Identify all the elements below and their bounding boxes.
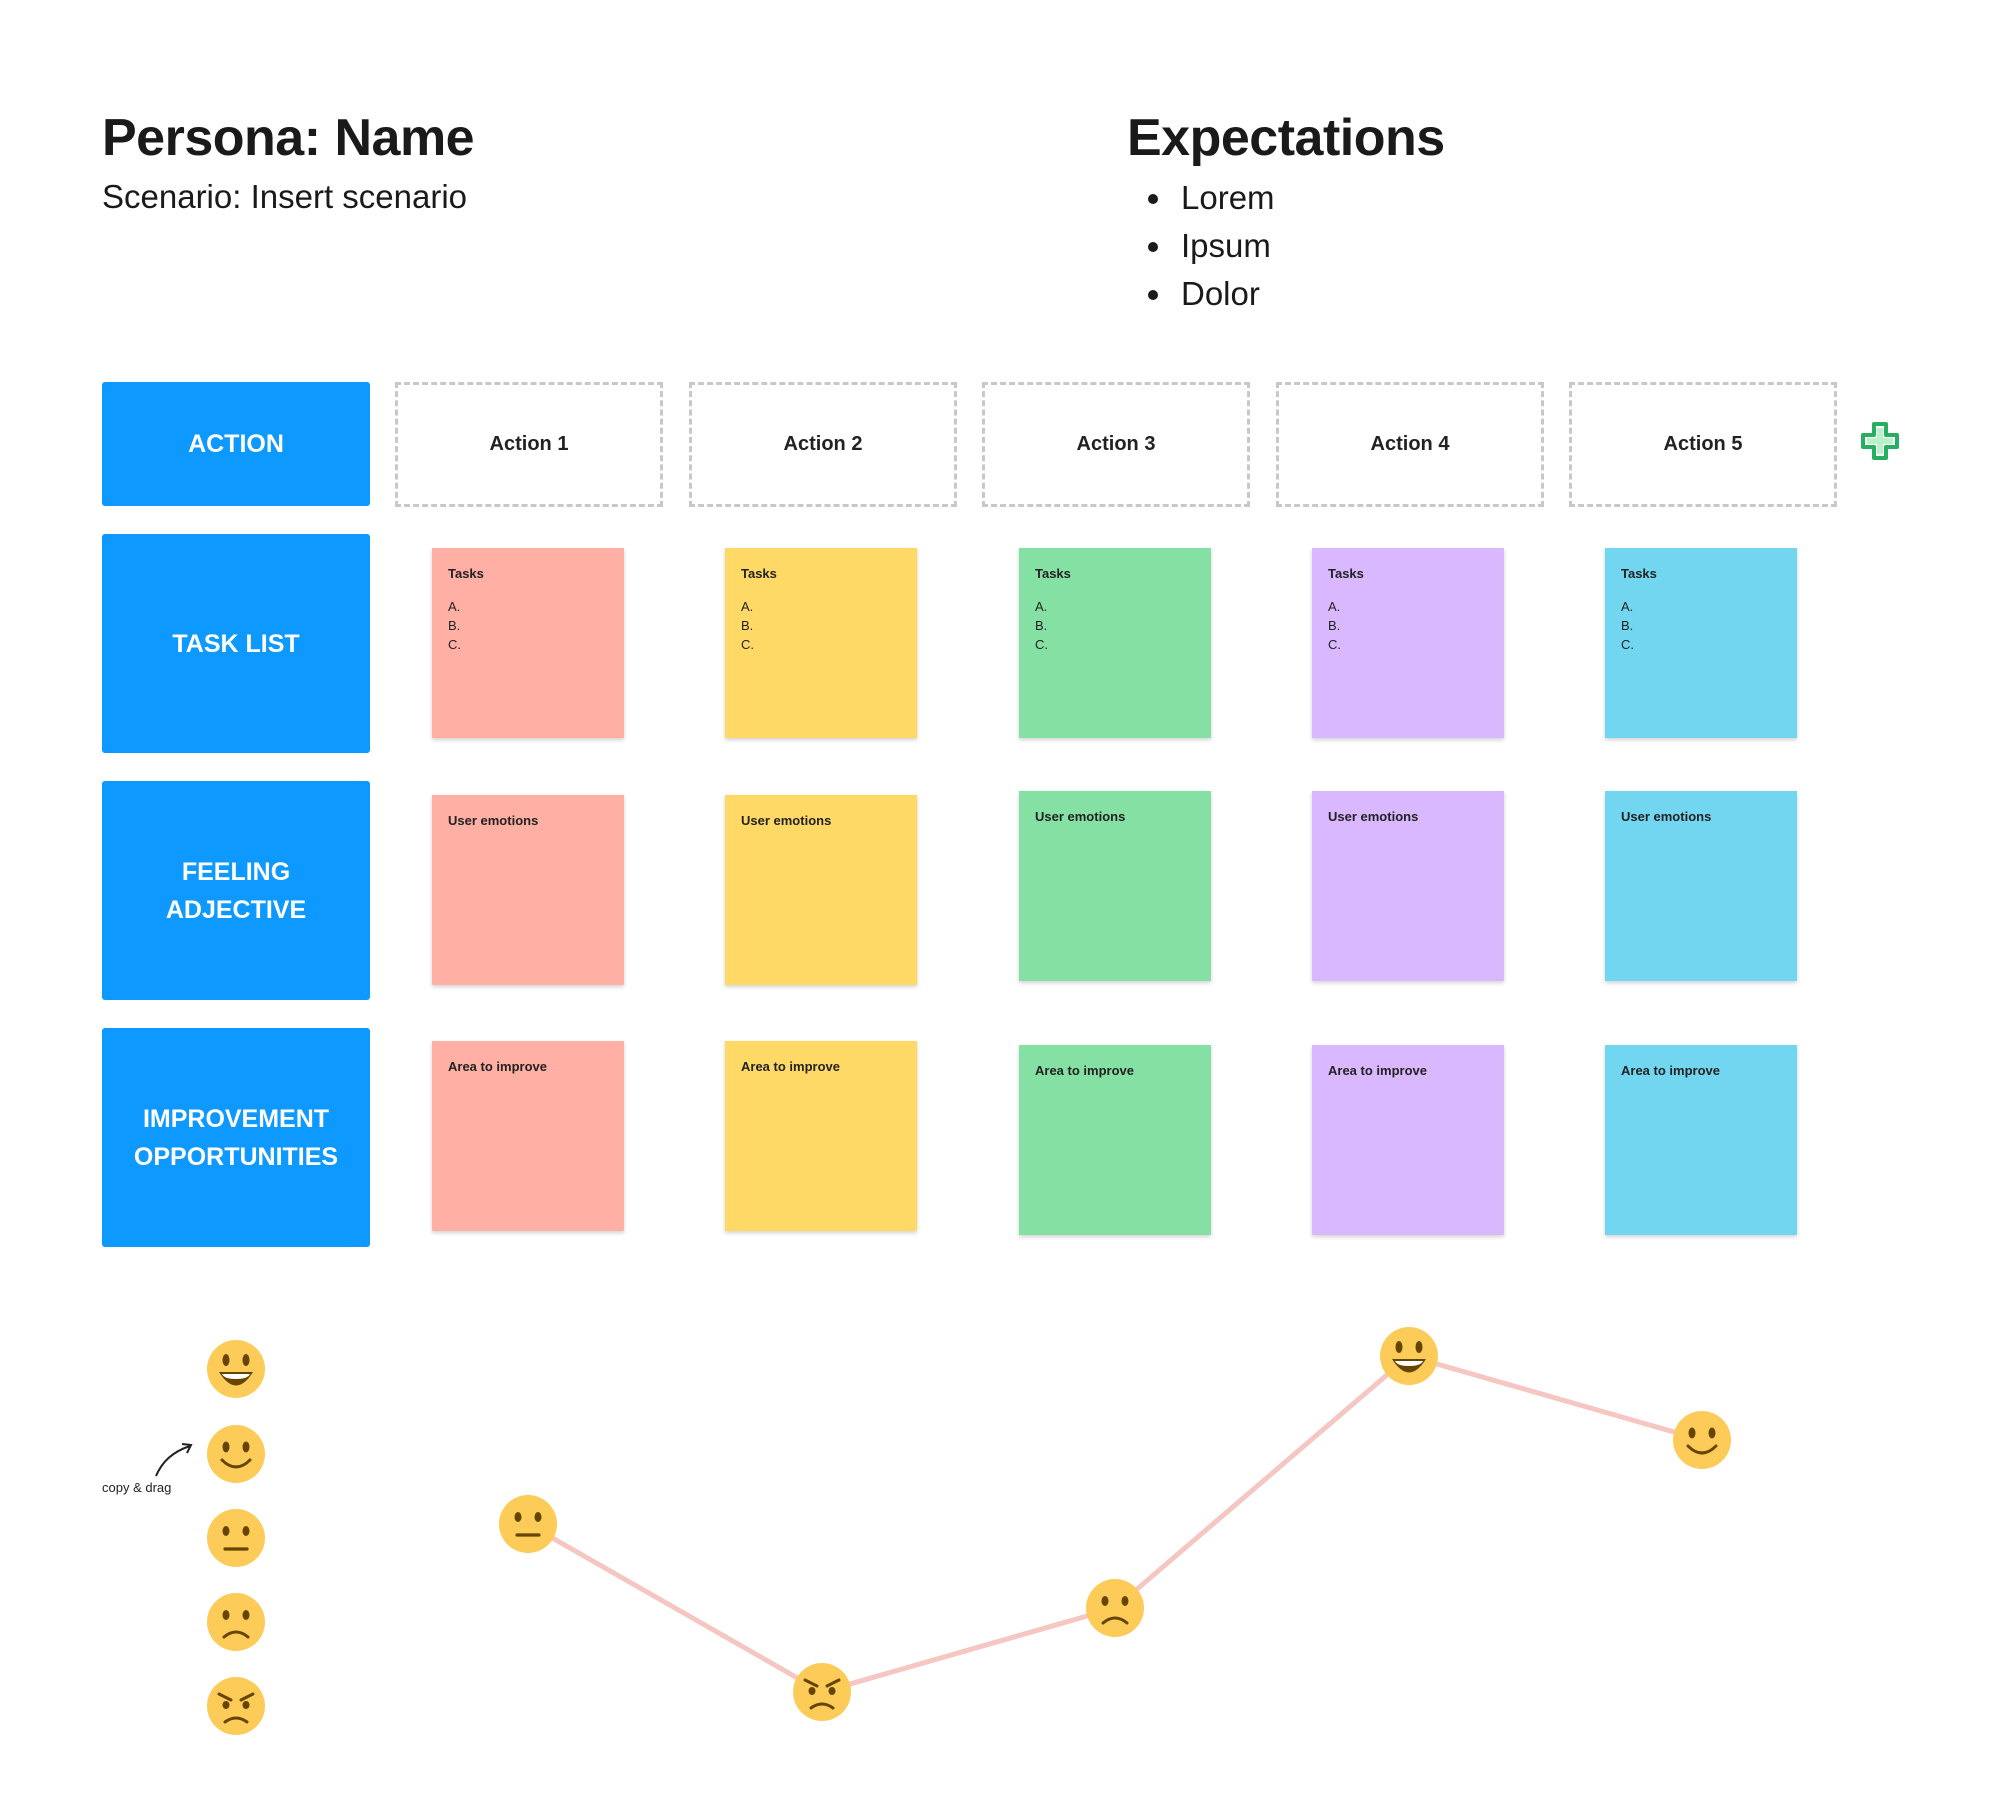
sticky-heading: User emotions (1328, 809, 1419, 824)
task-item: B. (1328, 618, 1341, 633)
copy-drag-hint: copy & drag (102, 1480, 172, 1495)
arrow-icon (155, 1443, 193, 1477)
sticky-heading: User emotions (1035, 809, 1126, 824)
emotion-sticky[interactable]: User emotions (1019, 791, 1211, 981)
grinning-face-icon (207, 1340, 265, 1398)
chart-point-smiling-icon (1673, 1411, 1731, 1469)
scenario-subtitle: Scenario: Insert scenario (102, 178, 468, 215)
sticky-heading: Tasks (1035, 566, 1071, 581)
sticky-heading: User emotions (1621, 809, 1712, 824)
expectation-item: Ipsum (1175, 222, 1275, 270)
task-items: A. B. C. (448, 597, 608, 654)
sticky-heading: Tasks (1328, 566, 1364, 581)
task-item: B. (1035, 618, 1048, 633)
improve-sticky[interactable]: Area to improve (725, 1041, 917, 1231)
legend-neutral-icon[interactable] (207, 1509, 265, 1567)
emotion-line (526, 1353, 1703, 1695)
task-items: A. B. C. (1328, 597, 1488, 654)
expectations-title: Expectations (1127, 109, 1445, 167)
task-item: C. (1035, 637, 1048, 652)
task-items: A. B. C. (741, 597, 901, 654)
expectation-item: Lorem (1175, 174, 1275, 222)
sticky-heading: User emotions (741, 813, 832, 828)
row-label-task-list: TASK LIST (102, 534, 370, 753)
row-label-improvement: IMPROVEMENT OPPORTUNITIES (102, 1028, 370, 1247)
task-items: A. B. C. (1035, 597, 1195, 654)
frowning-face-icon (207, 1593, 265, 1651)
sticky-heading: Tasks (448, 566, 484, 581)
sticky-heading: Area to improve (1035, 1063, 1134, 1078)
action-box-5[interactable]: Action 5 (1569, 382, 1837, 507)
sticky-heading: Area to improve (448, 1059, 547, 1074)
action-box-2[interactable]: Action 2 (689, 382, 957, 507)
row-label-action: ACTION (102, 382, 370, 506)
action-box-1[interactable]: Action 1 (395, 382, 663, 507)
chart-point-frowning-icon (1086, 1579, 1144, 1637)
legend-frowning-icon[interactable] (207, 1593, 265, 1651)
task-item: A. (1328, 599, 1341, 614)
task-item: B. (448, 618, 461, 633)
chart-point-grinning-icon (1380, 1327, 1438, 1385)
task-item: C. (1328, 637, 1341, 652)
task-item: C. (448, 637, 461, 652)
sticky-heading: Area to improve (1621, 1063, 1720, 1078)
persona-title: Persona: Name (102, 109, 475, 167)
task-item: A. (448, 599, 461, 614)
legend-smiling-icon[interactable] (207, 1425, 265, 1483)
chart-point-angry-icon (793, 1663, 851, 1721)
action-box-3[interactable]: Action 3 (982, 382, 1250, 507)
row-label-feeling: FEELING ADJECTIVE (102, 781, 370, 1000)
improve-sticky[interactable]: Area to improve (432, 1041, 624, 1231)
chart-point-neutral-icon (499, 1495, 557, 1553)
sticky-heading: Area to improve (741, 1059, 840, 1074)
action-box-4[interactable]: Action 4 (1276, 382, 1544, 507)
improve-sticky[interactable]: Area to improve (1312, 1045, 1504, 1235)
improve-sticky[interactable]: Area to improve (1019, 1045, 1211, 1235)
sticky-heading: Area to improve (1328, 1063, 1427, 1078)
neutral-face-icon (207, 1509, 265, 1567)
plus-icon[interactable] (1860, 421, 1900, 461)
task-item: A. (741, 599, 754, 614)
legend-angry-icon[interactable] (207, 1677, 265, 1735)
smiling-face-icon (207, 1425, 265, 1483)
sticky-heading: Tasks (741, 566, 777, 581)
task-item: B. (1621, 618, 1634, 633)
task-item: B. (741, 618, 754, 633)
emotion-sticky[interactable]: User emotions (1312, 791, 1504, 981)
emotion-sticky[interactable]: User emotions (432, 795, 624, 985)
improve-sticky[interactable]: Area to improve (1605, 1045, 1797, 1235)
legend-grinning-icon[interactable] (207, 1340, 265, 1398)
emotion-sticky[interactable]: User emotions (1605, 791, 1797, 981)
expectation-item: Dolor (1175, 270, 1275, 318)
task-items: A. B. C. (1621, 597, 1781, 654)
task-item: C. (1621, 637, 1634, 652)
sticky-heading: User emotions (448, 813, 539, 828)
task-item: A. (1621, 599, 1634, 614)
angry-face-icon (207, 1677, 265, 1735)
sticky-heading: Tasks (1621, 566, 1657, 581)
expectations-list: Lorem Ipsum Dolor (1145, 174, 1275, 318)
task-item: C. (741, 637, 754, 652)
task-item: A. (1035, 599, 1048, 614)
emotion-sticky[interactable]: User emotions (725, 795, 917, 985)
